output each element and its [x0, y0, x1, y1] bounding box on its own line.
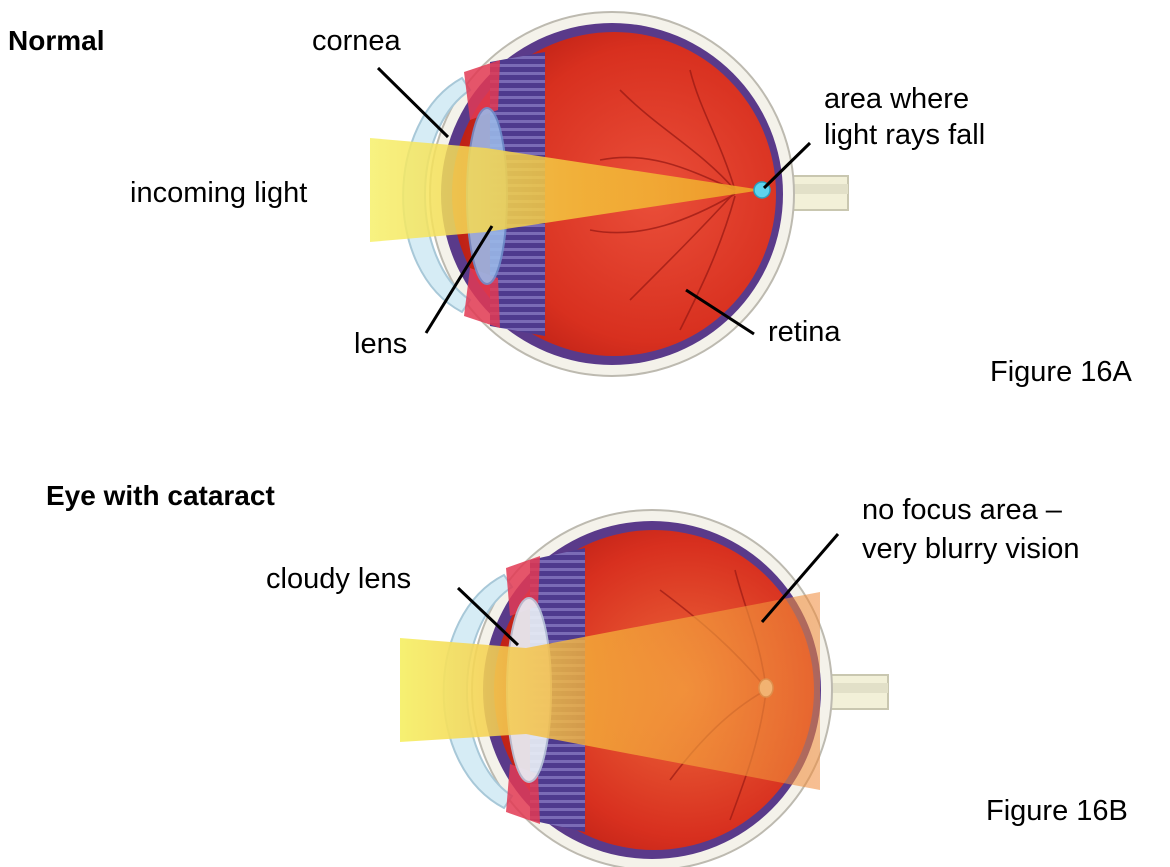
heading-cataract: Eye with cataract: [46, 480, 275, 511]
label-cornea: cornea: [312, 25, 401, 57]
caption-figure-16b: Figure 16B: [986, 795, 1128, 827]
light-beam: [400, 592, 820, 790]
label-focus-area-line1: area where: [824, 83, 970, 115]
caption-figure-16a: Figure 16A: [990, 356, 1132, 388]
label-no-focus-line1: no focus area –: [862, 494, 1062, 526]
cornea: [442, 573, 514, 810]
light-beam: [370, 138, 762, 242]
label-focus-area-line2: light rays fall: [824, 119, 986, 151]
normal-eye: [370, 11, 849, 377]
label-retina: retina: [768, 316, 841, 348]
label-lens: lens: [354, 328, 408, 360]
label-no-focus-line2: very blurry vision: [862, 533, 1080, 565]
cataract-eye: [400, 509, 889, 867]
label-incoming-light: incoming light: [130, 177, 308, 209]
heading-normal: Normal: [8, 25, 105, 56]
label-cloudy-lens: cloudy lens: [266, 563, 412, 595]
